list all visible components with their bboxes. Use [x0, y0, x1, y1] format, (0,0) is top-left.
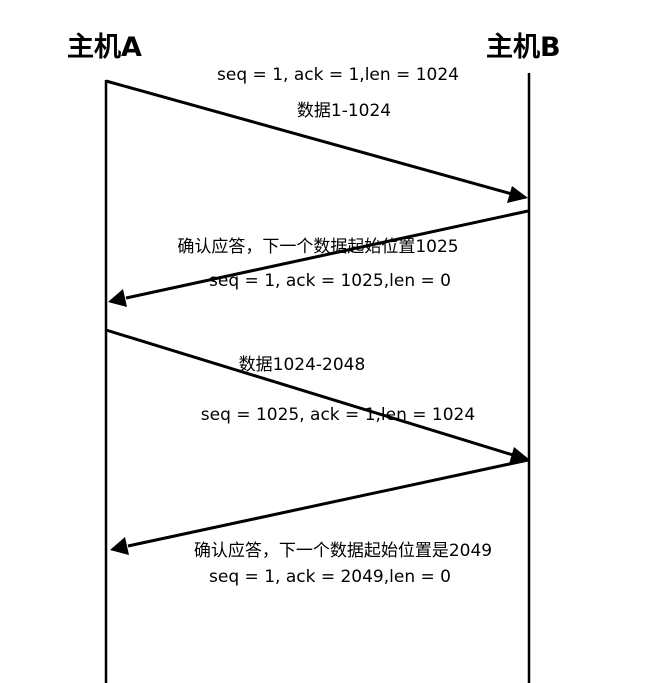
message-1-data-label: 数据1-1024: [297, 101, 391, 121]
message-3-header-label: seq = 1025, ack = 1,len = 1024: [201, 405, 475, 425]
message-1-arrow: [105, 79, 528, 203]
message-4-header-label: seq = 1, ack = 2049,len = 0: [209, 567, 451, 587]
host-a-label: 主机A: [67, 32, 142, 63]
message-4-arrow: [110, 458, 529, 555]
message-3-data-label: 数据1024-2048: [239, 355, 366, 375]
message-2-arrow: [108, 209, 529, 307]
message-2-ack-label: 确认应答，下一个数据起始位置1025: [177, 237, 458, 257]
message-1-header-label: seq = 1, ack = 1,len = 1024: [217, 65, 459, 85]
message-2-header-label: seq = 1, ack = 1025,len = 0: [209, 271, 451, 291]
message-3-arrow: [105, 328, 530, 464]
message-4-ack-label: 确认应答，下一个数据起始位置是2049: [194, 541, 492, 561]
host-b-label: 主机B: [486, 32, 561, 63]
